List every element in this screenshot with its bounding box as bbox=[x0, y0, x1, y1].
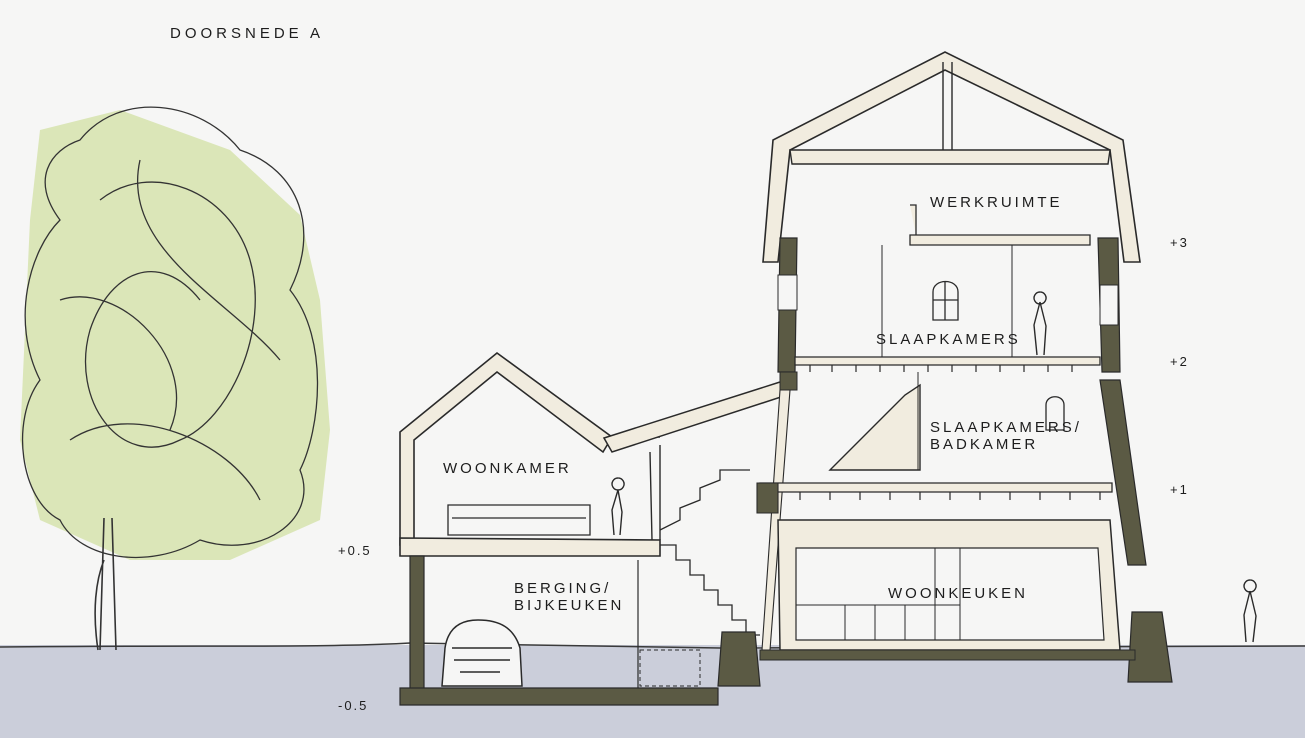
main-roof bbox=[762, 51, 1141, 263]
person-outside bbox=[1243, 579, 1257, 643]
window-arch-1 bbox=[1045, 396, 1065, 431]
partition-lines bbox=[881, 245, 1013, 470]
basement-wall-left bbox=[409, 555, 425, 691]
small-house-right-wall bbox=[649, 445, 661, 541]
window-right-wall bbox=[1099, 284, 1119, 326]
link-roof bbox=[602, 381, 785, 453]
woonkeuken-inner bbox=[795, 547, 1105, 641]
level-label-min05: -0.5 bbox=[338, 698, 369, 713]
tree-wash bbox=[20, 110, 330, 560]
small-house bbox=[399, 351, 719, 706]
room-label-slaapkamers: SLAAPKAMERS bbox=[876, 331, 1021, 348]
sofa bbox=[447, 504, 591, 536]
collar-beam bbox=[789, 149, 1111, 165]
level-label-plus05: +0.5 bbox=[338, 543, 372, 558]
window-left-wall bbox=[777, 274, 798, 311]
window-arch-2 bbox=[932, 280, 959, 321]
room-label-woonkeuken: WOONKEUKEN bbox=[888, 585, 1029, 602]
level-label-plus1: +1 bbox=[1170, 482, 1189, 497]
floor-level-1 bbox=[759, 482, 1113, 493]
ground-slab bbox=[759, 649, 1136, 661]
room-label-slaapkamers-badkamer-1: SLAAPKAMERS/ bbox=[930, 419, 1082, 436]
person-woonkamer bbox=[611, 477, 625, 536]
car bbox=[441, 619, 523, 687]
column-left-mid bbox=[756, 482, 779, 514]
tree-trunk bbox=[94, 517, 117, 651]
tree bbox=[20, 106, 330, 651]
room-label-slaapkamers-badkamer-2: BADKAMER bbox=[930, 436, 1039, 453]
column-left-upper bbox=[779, 371, 798, 391]
level-label-plus3: +3 bbox=[1170, 235, 1189, 250]
king-post bbox=[942, 62, 953, 150]
room-label-berging-2: BIJKEUKEN bbox=[514, 597, 625, 614]
drawing-title: DOORSNEDE A bbox=[170, 25, 325, 42]
ground-line bbox=[0, 642, 1305, 649]
person-slaapkamers bbox=[1033, 291, 1047, 356]
stair-upper bbox=[828, 383, 921, 471]
basement-floor bbox=[399, 687, 719, 706]
room-label-werkruimte: WERKRUIMTE bbox=[930, 194, 1063, 211]
level-label-plus2: +2 bbox=[1170, 354, 1189, 369]
tree-scribble bbox=[22, 106, 319, 558]
kitchen-lines bbox=[796, 548, 961, 640]
storage-box bbox=[639, 649, 701, 687]
floor-level-2-joists bbox=[809, 365, 1073, 372]
stair-main bbox=[659, 469, 760, 636]
floor-level-1-joists bbox=[799, 492, 1101, 500]
room-label-woonkamer: WOONKAMER bbox=[443, 460, 572, 477]
main-house bbox=[717, 51, 1173, 687]
werkruimte-floor bbox=[909, 204, 1091, 246]
floor-level-2 bbox=[794, 356, 1101, 366]
room-label-berging-1: BERGING/ bbox=[514, 580, 612, 597]
foundation-right bbox=[1127, 611, 1173, 683]
small-house-slab bbox=[399, 537, 661, 557]
foundation-left bbox=[717, 631, 761, 687]
wall-right-lower bbox=[1099, 379, 1147, 566]
